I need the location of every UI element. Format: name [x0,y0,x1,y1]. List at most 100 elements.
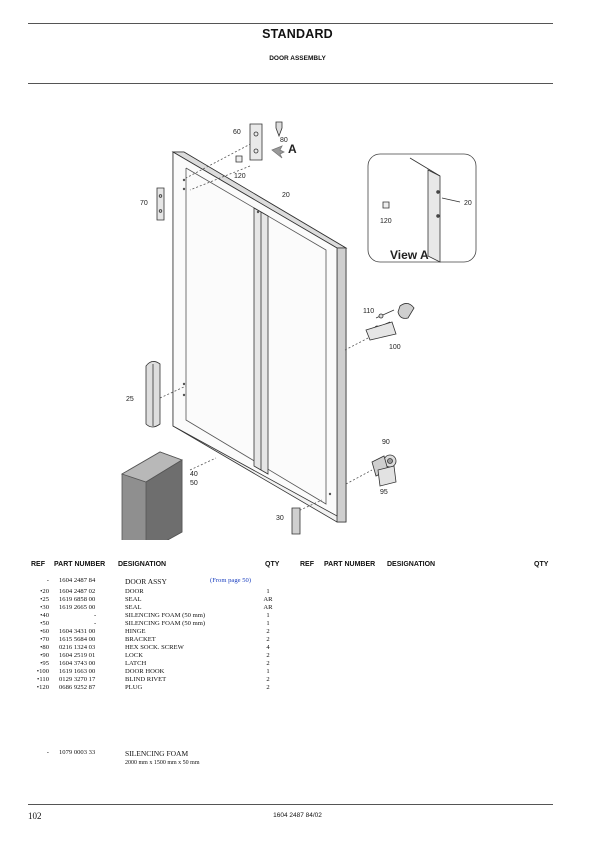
row-designation: BLIND RIVET [125,676,167,683]
row-designation: SILENCING FOAM (50 mm) [125,620,206,627]
row-ref: •110 [37,676,49,683]
row-part-number: - [94,612,97,619]
header-rule [28,83,553,84]
row-qty: 2 [266,652,270,659]
callout-95: 95 [380,489,388,496]
row-ref: •50 [40,620,49,627]
view-arrow [271,145,285,159]
header-qty-right: QTY [534,561,549,568]
row-part-number: 1604 2487 84 [59,577,96,584]
row-qty: 2 [266,636,270,643]
row-qty: 1 [266,612,270,619]
table-row: •80 0216 1324 03 HEX SOCK. SCREW 4 [28,644,288,652]
row-qty: 4 [266,644,270,651]
table-row: •100 1619 1663 00 DOOR HOOK 1 [28,668,288,676]
row-designation: PLUG [125,684,143,691]
row-ref: •40 [40,612,49,619]
row-part-number: 1615 5684 00 [59,636,96,643]
callout-120: 120 [234,173,246,180]
callout-20-inset: 20 [464,200,472,207]
callout-25: 25 [126,396,134,403]
footer-rule [28,804,553,805]
table-row: •90 1604 2519 01 LOCK 2 [28,652,288,660]
header-designation-right: DESIGNATION [387,561,436,568]
row-designation-text: DOOR [125,588,144,595]
row-designation: SILENCING FOAM (50 mm) [125,612,206,619]
row-designation: SEAL [125,604,142,611]
row-part-number: 1619 6858 00 [59,596,96,603]
row-page-note: (From page 50) [210,577,252,584]
table-row: •20 1604 2487 02 DOOR 1 [28,588,288,596]
document-number: 1604 2487 84/02 [273,812,322,819]
table-row [28,692,288,700]
door-hook-part [397,303,415,319]
callout-90: 90 [382,439,390,446]
hex-screw-part [275,121,283,138]
row-ref: •20 [40,588,49,595]
callout-80: 80 [280,137,288,144]
row-designation: SEAL [125,596,142,603]
table-row: •110 0129 3270 17 BLIND RIVET 2 [28,676,288,684]
page-title: STANDARD [262,27,333,41]
row-part-number: 0686 9252 87 [59,684,96,691]
row-qty: 2 [266,684,270,691]
table-row: •95 1604 3743 00 LATCH 2 [28,660,288,668]
hinge-part [249,123,263,161]
row-dimensions: 2000 mm x 1500 mm x 50 mm [125,760,200,766]
table-row: •40 - SILENCING FOAM (50 mm) 1 [28,612,288,620]
row-ref: •70 [40,636,49,643]
row-qty: 2 [266,676,270,683]
row-ref: •25 [40,596,49,603]
table-row-extra: - 1079 0003 33 SILENCING FOAM [28,749,288,758]
plug-part [235,155,243,163]
header-ref-right: REF [300,561,314,568]
row-part-number: 0216 1324 03 [59,644,96,651]
row-part-number: 0129 3270 17 [59,676,96,683]
table-row: •50 - SILENCING FOAM (50 mm) 1 [28,620,288,628]
row-part-number: 1619 2665 00 [59,604,96,611]
top-rule [28,23,553,24]
callout-70: 70 [140,200,148,207]
row-ref: - [46,577,49,584]
table-row: •30 1619 2665 00 SEAL AR [28,604,288,612]
table-row: - 1604 2487 84 DOOR ASSY (From page 50) [28,577,288,586]
row-ref: •30 [40,604,49,611]
page-subtitle: DOOR ASSEMBLY [269,55,326,62]
row-designation: BRACKET [125,636,156,643]
callout-100: 100 [389,344,401,351]
exploded-assembly-diagram: 60 80 120 70 20 120 20 110 100 25 90 40 … [121,121,477,540]
row-qty: AR [263,604,273,611]
row-ref: •60 [40,628,49,635]
row-ref: •120 [36,684,49,691]
view-arrow-label: A [288,142,297,156]
row-qty: 1 [266,588,270,595]
callout-60: 60 [233,129,241,136]
callout-40: 40 [190,471,198,478]
row-designation: LATCH [125,660,147,667]
row-ref: - [46,749,49,756]
door-side-edge [336,247,347,523]
row-designation: HEX SOCK. SCREW [125,644,184,651]
row-part-number: 1619 1663 00 [59,668,96,675]
table-row: •60 1604 3431 00 HINGE 2 [28,628,288,636]
row-part-number: 1604 3743 00 [59,660,96,667]
row-designation: HINGE [125,628,146,635]
row-qty: AR [263,596,273,603]
row-qty: 2 [266,660,270,667]
row-designation: DOOR ASSY [125,577,167,586]
table-row: •70 1615 5684 00 BRACKET 2 [28,636,288,644]
seal-strip-part [291,507,301,535]
row-qty: 1 [266,668,270,675]
view-a-label: View A [390,248,429,262]
callout-30: 30 [276,515,284,522]
row-qty: 1 [266,620,270,627]
row-qty: 2 [266,628,270,635]
bracket-part [156,187,165,221]
view-a-inset [367,153,477,263]
row-part-number: 1604 3431 00 [59,628,96,635]
callout-110: 110 [363,308,374,315]
row-part-number: 1604 2487 02 [59,588,96,595]
row-ref: •90 [40,652,49,659]
callout-50: 50 [190,480,198,487]
table-row-extra-detail: 2000 mm x 1500 mm x 50 mm [28,760,288,768]
